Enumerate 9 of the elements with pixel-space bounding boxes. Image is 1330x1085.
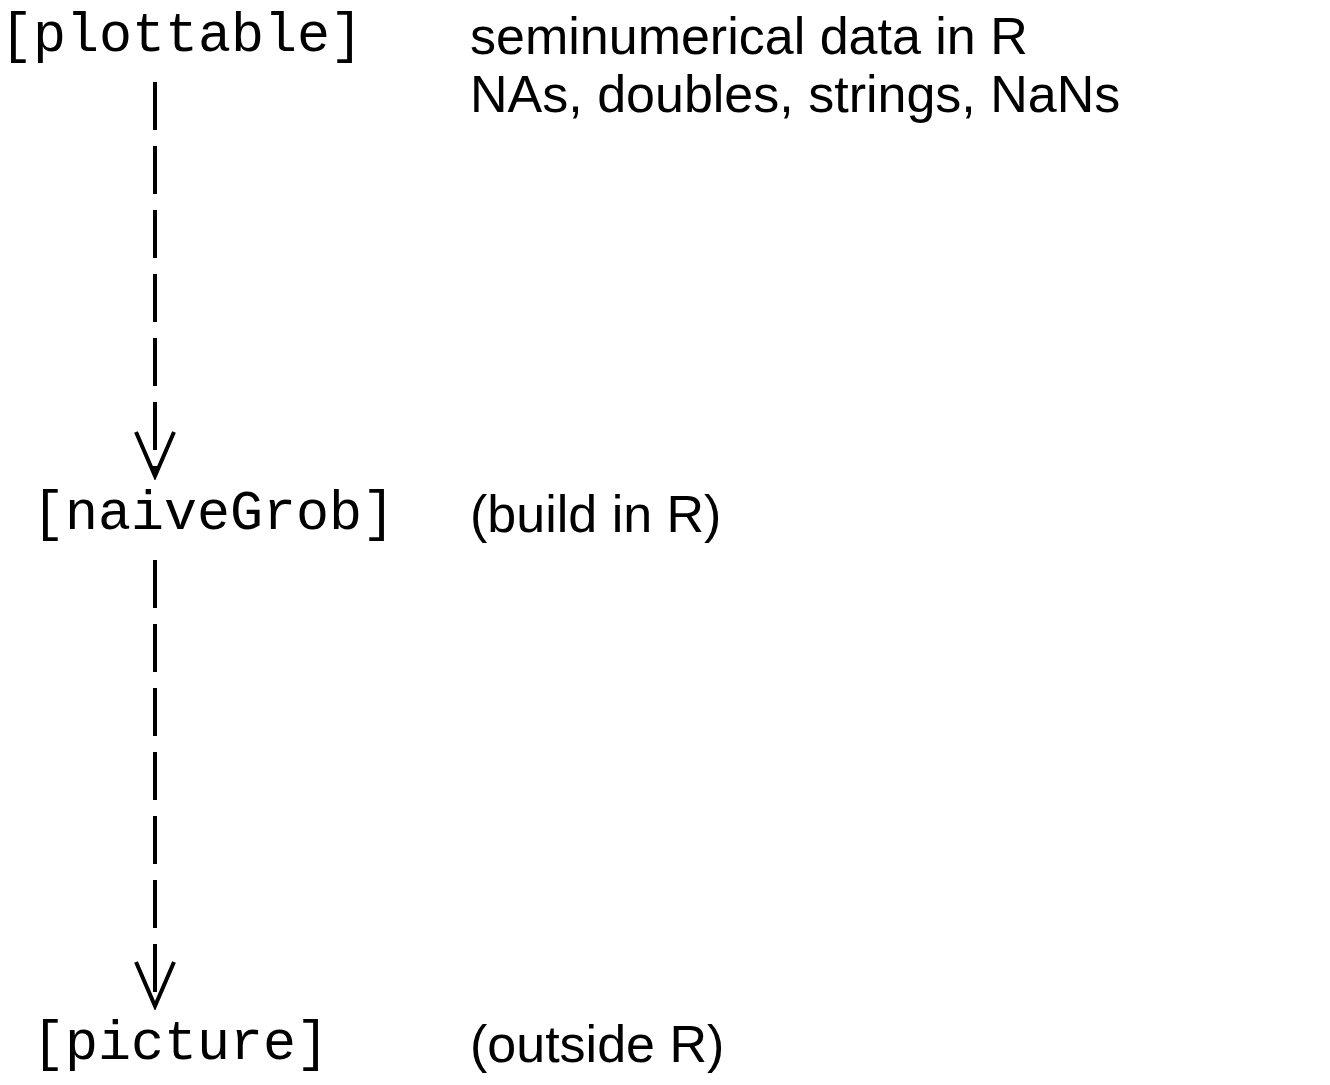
node-note: NAs, doubles, strings, NaNs	[470, 64, 1121, 124]
node-label: [naiveGrob]	[32, 482, 396, 546]
dashed-arrow	[134, 560, 176, 1008]
node-note: (outside R)	[470, 1014, 725, 1074]
node-label: [picture]	[32, 1012, 330, 1076]
node-note: seminumerical data in R	[470, 6, 1028, 66]
dashed-arrow	[134, 82, 176, 478]
node-label: [plottable]	[0, 4, 364, 68]
node-note: (build in R)	[470, 484, 722, 544]
